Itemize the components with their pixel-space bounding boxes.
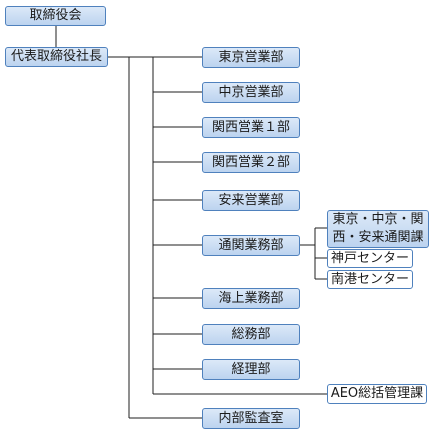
dept-kansai-sales-1: 関西営業１部 — [202, 117, 300, 138]
dept-yasugi-sales: 安来営業部 — [202, 190, 300, 211]
board-box: 取締役会 — [5, 6, 106, 26]
dept-chukyo-sales: 中京営業部 — [202, 82, 300, 103]
nanko-center-box: 南港センター — [327, 270, 413, 289]
dept-kansai-sales-2: 関西営業２部 — [202, 152, 300, 173]
kobe-center-box: 神戸センター — [327, 249, 413, 268]
dept-general-affairs: 総務部 — [202, 324, 300, 345]
dept-tokyo-sales: 東京営業部 — [202, 47, 300, 68]
aeo-section-box: AEO総括管理課 — [327, 384, 427, 404]
dept-accounting: 経理部 — [202, 359, 300, 380]
dept-customs-operations: 通関業務部 — [202, 235, 300, 256]
customs-section-box: 東京・中京・関 西・安来通関課 — [327, 210, 429, 248]
dept-marine-operations: 海上業務部 — [202, 288, 300, 309]
ceo-box: 代表取締役社長 — [5, 47, 108, 67]
internal-audit-box: 内部監査室 — [202, 408, 300, 429]
